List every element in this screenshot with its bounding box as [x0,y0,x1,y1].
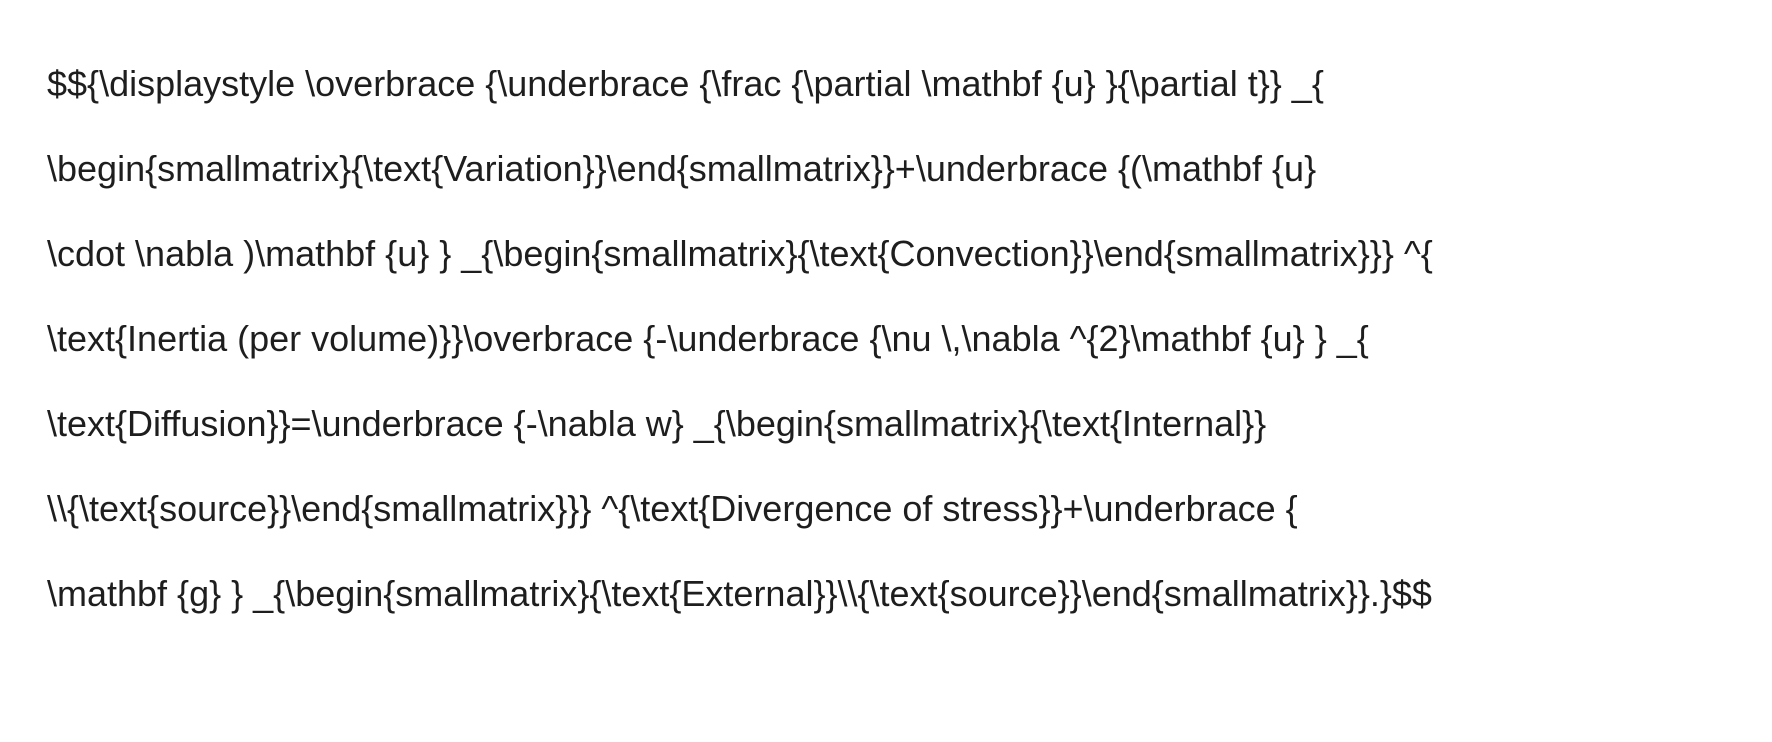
latex-source-line-7: \mathbf {g} } _{\begin{smallmatrix}{\tex… [47,573,1432,614]
latex-source-line-2: \begin{smallmatrix}{\text{Variation}}\en… [47,148,1317,189]
latex-source-text: $${\displaystyle \overbrace {\underbrace… [47,41,1732,636]
latex-source-line-4: \text{Inertia (per volume)}}\overbrace {… [47,318,1369,359]
latex-source-line-6: \\{\text{source}}\end{smallmatrix}}} ^{\… [47,488,1298,529]
latex-source-line-1: $${\displaystyle \overbrace {\underbrace… [47,63,1324,104]
latex-source-line-3: \cdot \nabla )\mathbf {u} } _{\begin{sma… [47,233,1433,274]
latex-source-line-5: \text{Diffusion}}=\underbrace {-\nabla w… [47,403,1267,444]
